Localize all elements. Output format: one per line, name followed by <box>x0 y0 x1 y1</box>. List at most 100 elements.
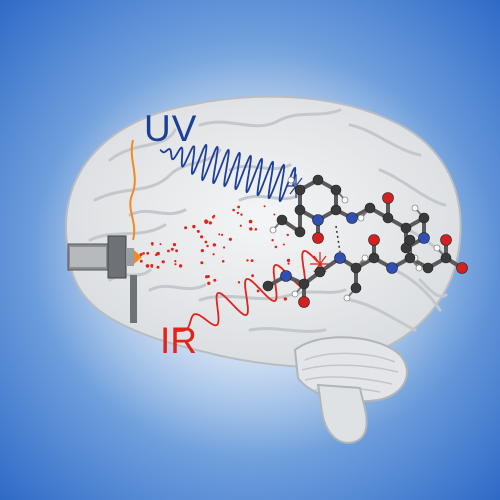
spray-droplet <box>204 240 208 244</box>
spray-droplet <box>151 243 154 246</box>
uv-label: UV <box>144 108 198 149</box>
hydrogen-atom <box>343 294 351 302</box>
carbon-atom <box>400 222 412 234</box>
spray-droplet <box>274 245 278 249</box>
spray-droplet <box>174 263 177 266</box>
uv-wave <box>159 143 297 203</box>
spray-droplet <box>282 243 285 246</box>
spray-droplet <box>211 215 215 219</box>
spray-droplet <box>212 253 215 256</box>
spray-droplet <box>170 247 174 251</box>
spray-droplet <box>139 259 143 263</box>
spray-droplet <box>273 213 276 216</box>
spray-droplet <box>208 221 212 225</box>
spray-droplet <box>150 265 154 268</box>
spray-droplet <box>221 233 224 236</box>
oxygen-atom <box>382 192 394 204</box>
hydrogen-atom <box>341 196 349 204</box>
spray-droplet <box>271 239 274 242</box>
spray-droplet <box>250 259 254 262</box>
carbon-atom <box>404 252 416 264</box>
spray-droplet <box>248 219 253 224</box>
carbon-atom <box>422 262 434 274</box>
carbon-atom <box>404 234 416 246</box>
brain-illustration <box>65 95 462 444</box>
hydrogen-atom <box>411 204 419 212</box>
carbon-atom <box>330 204 342 216</box>
hydrogen-atom <box>361 254 369 262</box>
spray-droplet <box>240 213 243 216</box>
nitrogen-atom <box>386 262 398 274</box>
nitrogen-atom <box>334 252 346 264</box>
spray-droplet <box>218 233 221 236</box>
oxygen-atom <box>298 296 310 308</box>
spray-droplet <box>263 205 266 208</box>
carbon-atom <box>418 212 430 224</box>
nitrogen-atom <box>312 214 324 226</box>
spray-droplet <box>221 260 225 263</box>
spray-droplet <box>249 227 253 231</box>
hydrogen-atom <box>357 214 365 222</box>
carbon-atom <box>382 212 394 224</box>
hydrogen-atom <box>269 226 277 234</box>
spray-droplet <box>156 265 160 269</box>
carbon-atom <box>262 280 274 292</box>
spray-droplet <box>175 249 179 253</box>
hydrogen-atom <box>287 176 295 184</box>
spray-droplet <box>254 228 258 231</box>
carbon-atom <box>368 252 380 264</box>
carbon-atom <box>294 226 306 238</box>
spray-droplet <box>207 281 211 285</box>
spray-droplet <box>223 246 226 249</box>
nitrogen-atom <box>346 212 358 224</box>
spray-droplet <box>204 219 208 223</box>
carbon-atom <box>350 262 362 274</box>
spray-droplet <box>205 275 209 279</box>
hydrogen-bond <box>335 225 341 253</box>
spray-droplet <box>178 264 183 268</box>
spray-droplet <box>146 251 150 255</box>
nitrogen-atom <box>418 232 430 244</box>
oxygen-atom <box>440 234 452 246</box>
peptide-molecule <box>262 174 468 308</box>
spray-droplet <box>196 229 200 233</box>
nitrogen-atom <box>280 270 292 282</box>
spray-droplet <box>237 205 241 209</box>
capillary-line <box>129 139 136 241</box>
spray-droplet <box>184 226 188 230</box>
spray-droplet <box>206 244 209 248</box>
spray-droplet <box>200 249 204 253</box>
spray-droplet <box>212 243 217 247</box>
oxygen-atom <box>312 232 324 244</box>
spray-droplet <box>172 243 177 247</box>
spray-droplet <box>192 224 196 229</box>
spray-droplet <box>139 253 143 256</box>
spray-droplet <box>283 297 287 301</box>
carbon-atom <box>294 184 306 196</box>
spray-droplet <box>228 237 232 241</box>
carbon-atom <box>314 266 326 278</box>
spray-droplet <box>232 208 235 212</box>
hydrogen-atom <box>415 264 423 272</box>
ir-label: IR <box>160 320 197 361</box>
spray-droplet <box>145 264 150 268</box>
oxygen-atom <box>456 262 468 274</box>
spray-droplet <box>167 249 170 253</box>
spray-droplet <box>251 274 255 278</box>
spray-droplet <box>142 252 145 255</box>
carbon-atom <box>330 184 342 196</box>
spray-droplet <box>200 261 204 265</box>
carbon-atom <box>298 278 310 290</box>
spray-droplet <box>237 281 241 284</box>
spray-droplet <box>256 289 260 293</box>
spray-droplet <box>200 235 204 239</box>
spray-droplet <box>174 260 177 263</box>
oxygen-atom <box>368 234 380 246</box>
spray-droplet <box>287 262 290 265</box>
carbon-atom <box>276 214 288 226</box>
spray-droplet <box>236 211 240 215</box>
carbon-atom <box>312 174 324 186</box>
spray-droplet <box>213 278 217 282</box>
